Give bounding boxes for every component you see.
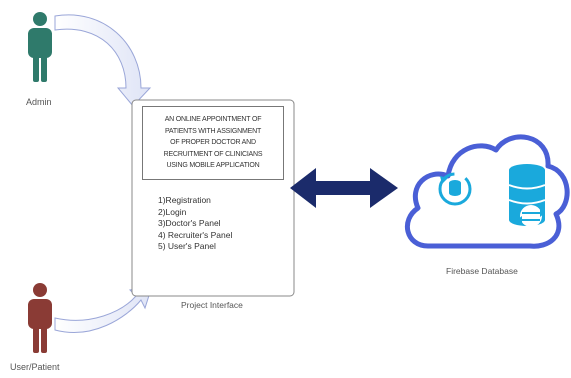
module-item-doctors-panel: 3)Doctor's Panel — [158, 218, 221, 228]
project-title-line: PATIENTS WITH ASSIGNMENT — [164, 127, 262, 135]
admin-label: Admin — [26, 97, 52, 107]
admin-figure — [28, 12, 52, 82]
admin-flow-arrow — [54, 14, 152, 107]
firebase-database-label: Firebase Database — [446, 266, 518, 276]
project-title-line: OF PROPER DOCTOR AND — [170, 139, 256, 147]
module-item-recruiters-panel: 4) Recruiter's Panel — [158, 229, 233, 240]
sync-database-icon — [438, 172, 472, 206]
transfer-arrows-icon — [517, 205, 545, 227]
module-item-users-panel: 5) User's Panel — [158, 241, 216, 251]
project-title-box: AN ONLINE APPOINTMENT OF PATIENTS WITH A… — [142, 106, 284, 180]
project-interface-label: Project Interface — [181, 300, 243, 310]
bidirectional-arrow — [290, 168, 398, 208]
database-icon — [508, 164, 546, 227]
user-figure — [28, 283, 52, 353]
project-title-line: RECRUITMENT OF CLINICIANS — [163, 150, 263, 158]
project-title-line: AN ONLINE APPOINTMENT OF — [164, 116, 262, 124]
module-item-registration: 1)Registration — [158, 195, 211, 205]
module-list: 1)Registration 2)Login 3)Doctor's Panel … — [158, 195, 232, 253]
project-title-line: USING MOBILE APPLICATION — [166, 162, 260, 170]
module-item-login: 2)Login — [158, 206, 187, 217]
user-patient-label: User/Patient — [10, 362, 60, 372]
